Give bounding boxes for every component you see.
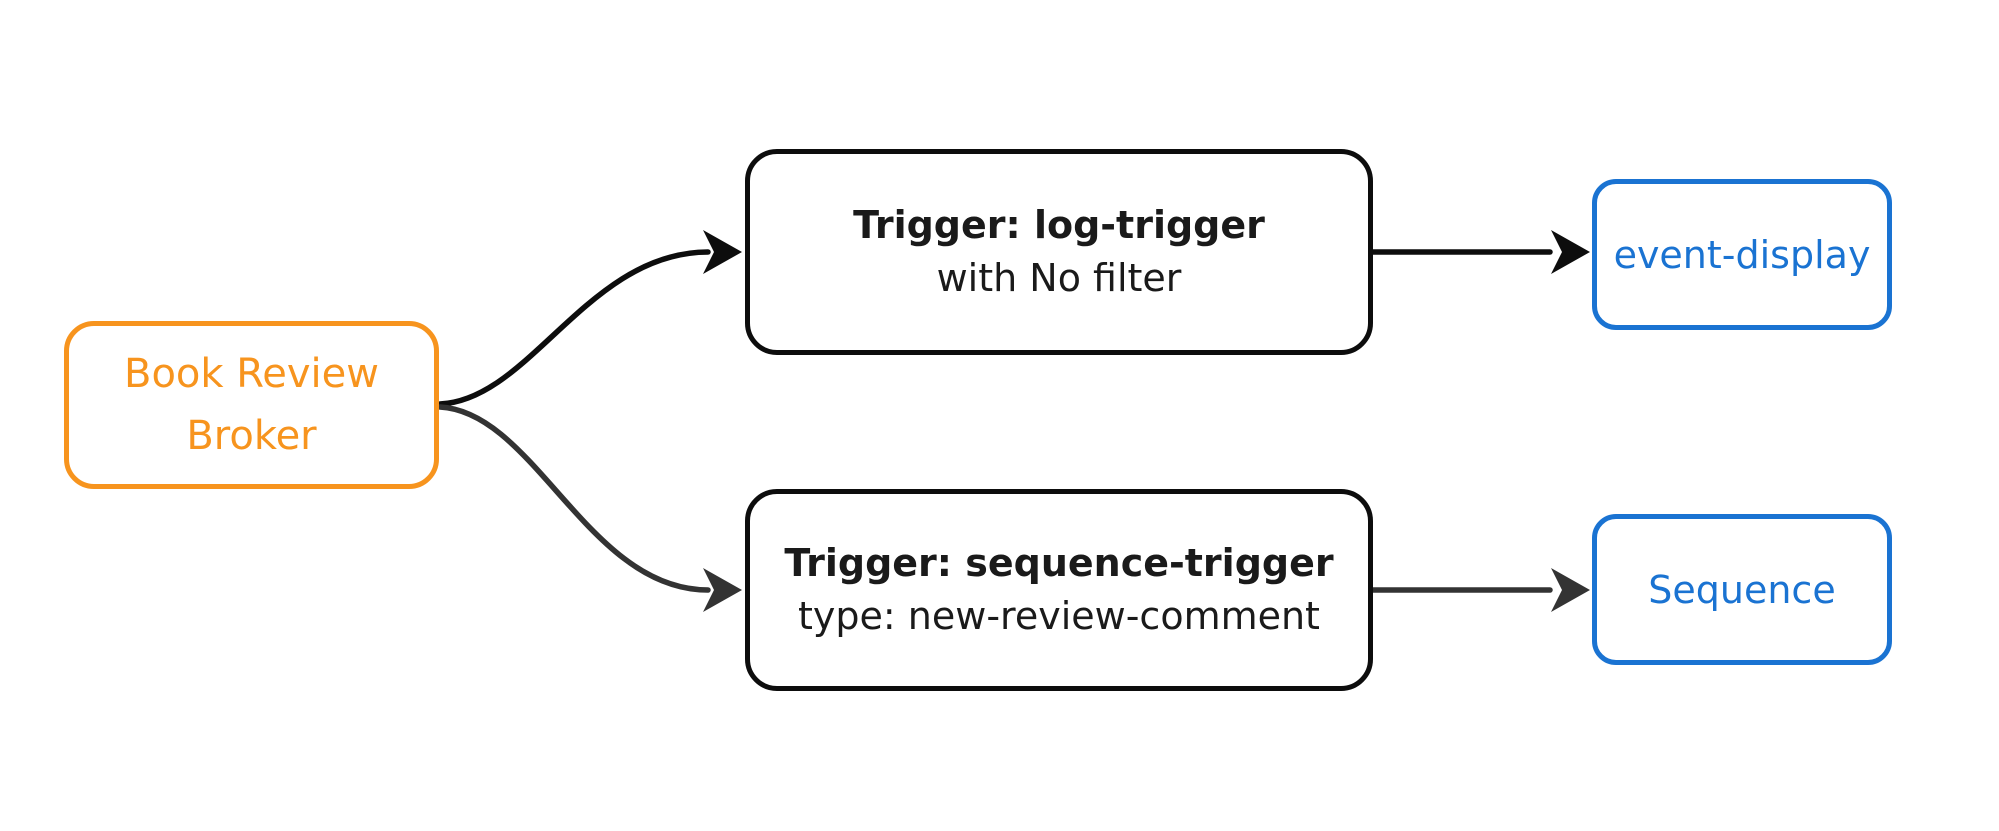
edge-broker-to-log-trigger [437, 249, 711, 407]
log-trigger-title: Trigger: log-trigger [853, 202, 1265, 247]
node-book-review-broker: Book Review Broker [64, 321, 439, 489]
sequence-trigger-subtitle: type: new-review-comment [798, 594, 1320, 638]
arrowhead-log-trigger-icon [703, 230, 742, 274]
log-trigger-subtitle: with No filter [936, 256, 1182, 300]
node-event-display: event-display [1592, 179, 1892, 330]
event-display-label: event-display [1613, 232, 1871, 277]
edge-broker-to-sequence-trigger [437, 404, 711, 593]
node-sequence: Sequence [1592, 514, 1892, 665]
broker-label: Book Review Broker [124, 351, 379, 459]
arrowhead-event-display-icon [1551, 230, 1590, 274]
node-log-trigger: Trigger: log-trigger with No filter [745, 149, 1373, 355]
arrowhead-sequence-trigger-icon [703, 568, 742, 612]
arrowhead-sequence-icon [1551, 568, 1590, 612]
sequence-trigger-title: Trigger: sequence-trigger [784, 540, 1334, 585]
node-sequence-trigger: Trigger: sequence-trigger type: new-revi… [745, 489, 1373, 691]
sequence-label: Sequence [1648, 567, 1836, 612]
